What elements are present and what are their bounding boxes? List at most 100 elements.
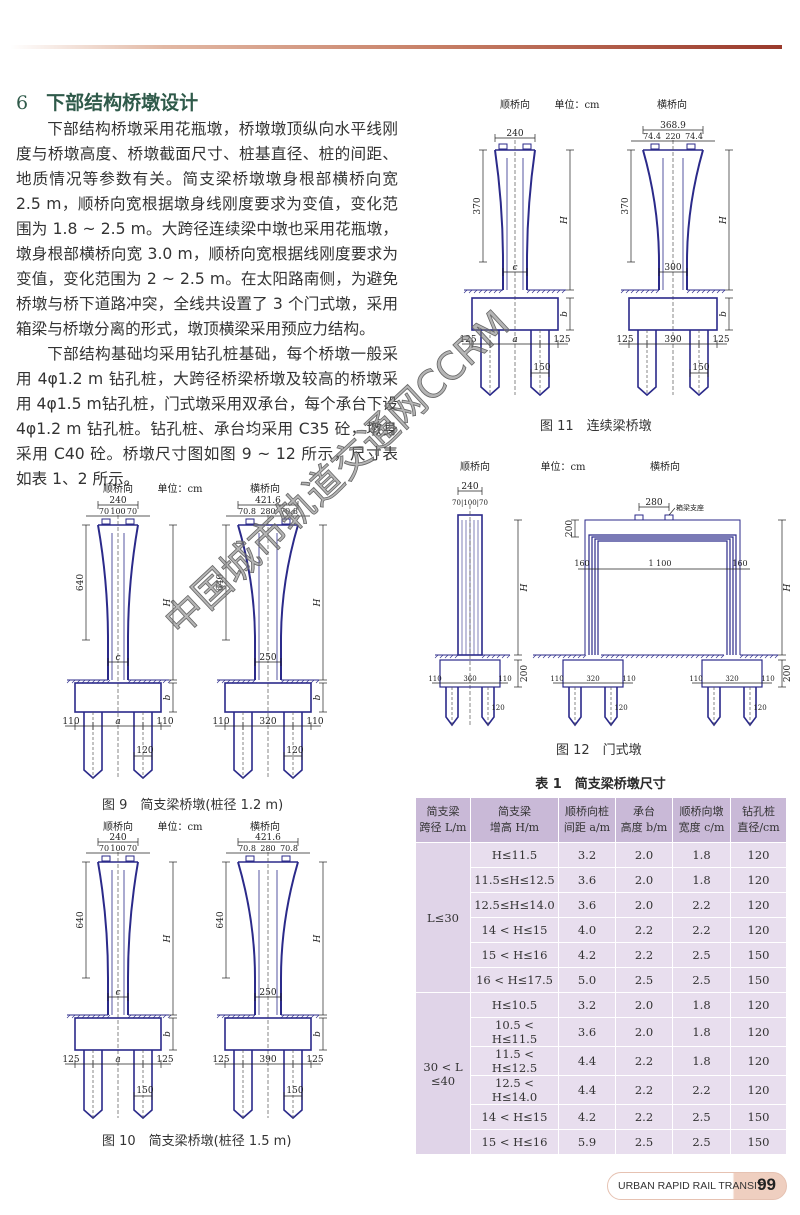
table-cell: 14 < H≤15 xyxy=(470,1104,559,1130)
dim-bearing-spacing: 280 xyxy=(645,498,662,508)
pile-cap xyxy=(224,682,312,713)
ground-hatch xyxy=(660,654,665,659)
dim-pile-diameter: 120 xyxy=(286,746,303,756)
table-cell: 2.0 xyxy=(615,842,673,868)
pile xyxy=(480,330,500,397)
ground-hatch xyxy=(764,654,769,659)
pier-outline xyxy=(127,861,139,1015)
dim-edge-distance: 125 xyxy=(156,1055,173,1065)
ground-hatch xyxy=(496,654,501,659)
table-cell: 11.5 < H≤12.5 xyxy=(470,1046,559,1076)
dim-H: H xyxy=(783,583,793,592)
pier-outline xyxy=(237,861,256,1015)
table-cell: 150 xyxy=(730,1104,787,1130)
bearing xyxy=(281,518,291,525)
portal-frame-outer xyxy=(584,519,741,655)
ground-hatch xyxy=(167,1014,172,1019)
table-cell: 4.4 xyxy=(558,1075,616,1105)
dim-sub-width: 70|100|70 xyxy=(452,499,488,507)
ground-hatch xyxy=(481,654,486,659)
unit-label: 单位：cm xyxy=(540,460,586,473)
dim-sub-width: 70.8 xyxy=(280,507,298,516)
dim-curve-height: 640 xyxy=(76,574,86,591)
ground-hatch xyxy=(706,289,711,294)
table-cell: H≤10.5 xyxy=(470,992,559,1018)
dim-c: c xyxy=(115,653,120,663)
dim-b: b xyxy=(163,1031,173,1037)
view-label-longitudinal: 顺桥向 xyxy=(103,820,133,833)
pile-cap xyxy=(224,1017,312,1051)
bearing xyxy=(245,855,255,862)
ground-hatch xyxy=(167,679,172,684)
pier-outline xyxy=(97,524,109,680)
pile-cap xyxy=(628,297,718,331)
ground-hatch xyxy=(759,654,764,659)
ground-hatch xyxy=(754,654,759,659)
ground-hatch xyxy=(66,1014,71,1019)
ground-hatch xyxy=(454,654,459,659)
ground-hatch xyxy=(315,1014,320,1019)
pile-cap xyxy=(562,659,624,688)
ground-hatch xyxy=(650,289,655,294)
table-cell: 2.5 xyxy=(672,1104,731,1130)
ground-hatch xyxy=(700,654,705,659)
table-cell: 1.8 xyxy=(672,992,731,1018)
dim-b: 200 xyxy=(783,665,793,682)
ground-hatch xyxy=(444,654,449,659)
dim-H: H xyxy=(520,583,530,592)
ground-hatch xyxy=(769,654,774,659)
ground-hatch xyxy=(635,654,640,659)
column-header: 顺桥向桩间距 a/m xyxy=(558,797,616,843)
section-number: 6 xyxy=(16,92,29,114)
ground-hatch xyxy=(600,654,605,659)
table-cell: 2.0 xyxy=(615,992,673,1018)
table-cell: 120 xyxy=(730,1075,787,1105)
paragraph: 下部结构基础均采用钻孔桩基础，每个桥墩一般采用 4φ1.2 m 钻孔桩，大跨径桥… xyxy=(16,345,398,488)
table-cell: 3.2 xyxy=(558,842,616,868)
table-cell: 1.8 xyxy=(672,1017,731,1047)
pier-outline xyxy=(97,861,109,1015)
dim-pile-diameter: 150 xyxy=(692,363,709,373)
ground-hatch xyxy=(572,654,577,659)
bearing xyxy=(125,855,135,862)
bearing xyxy=(664,514,674,521)
dim-pile-spacing: 320 xyxy=(725,675,738,683)
table-cell: 2.0 xyxy=(615,867,673,893)
bearing xyxy=(498,143,508,150)
dim-c: c xyxy=(512,263,517,273)
ground-hatch xyxy=(473,289,478,294)
dim-edge-distance: 110 xyxy=(761,675,774,683)
ground-hatch xyxy=(488,289,493,294)
dim-sub-width: 70.8 xyxy=(238,844,256,853)
pile-cap xyxy=(471,297,559,331)
dim-edge-distance: 110 xyxy=(689,675,702,683)
ground-hatch xyxy=(620,289,625,294)
dim-H: H xyxy=(313,934,323,943)
dim-curve-height: 370 xyxy=(621,197,631,214)
pile xyxy=(530,330,550,397)
ground-hatch xyxy=(478,289,483,294)
dim-H: H xyxy=(163,934,173,943)
ground-hatch xyxy=(162,679,167,684)
paragraph: 下部结构桥墩采用花瓶墩，桥墩墩顶纵向水平线刚度与桥墩高度、桥墩截面尺寸、桩基直径… xyxy=(16,120,398,338)
ground-hatch xyxy=(620,654,625,659)
dim-b: b xyxy=(313,1031,323,1037)
dim-b: b xyxy=(163,694,173,700)
bearing xyxy=(686,143,696,150)
dim-curve-height: 640 xyxy=(216,574,226,591)
ground-hatch xyxy=(532,654,537,659)
ground-hatch xyxy=(739,654,744,659)
column-header: 简支梁增高 H/m xyxy=(470,797,559,843)
dim-pile-diameter: 150 xyxy=(533,363,550,373)
ground-hatch xyxy=(542,654,547,659)
ground-hatch xyxy=(541,289,546,294)
ground-hatch xyxy=(468,289,473,294)
view-label-longitudinal: 顺桥向 xyxy=(460,460,490,473)
ground-hatch xyxy=(690,654,695,659)
bearing xyxy=(522,143,532,150)
table-cell: 3.6 xyxy=(558,1017,616,1047)
ground-hatch xyxy=(552,654,557,659)
ground-hatch xyxy=(635,289,640,294)
